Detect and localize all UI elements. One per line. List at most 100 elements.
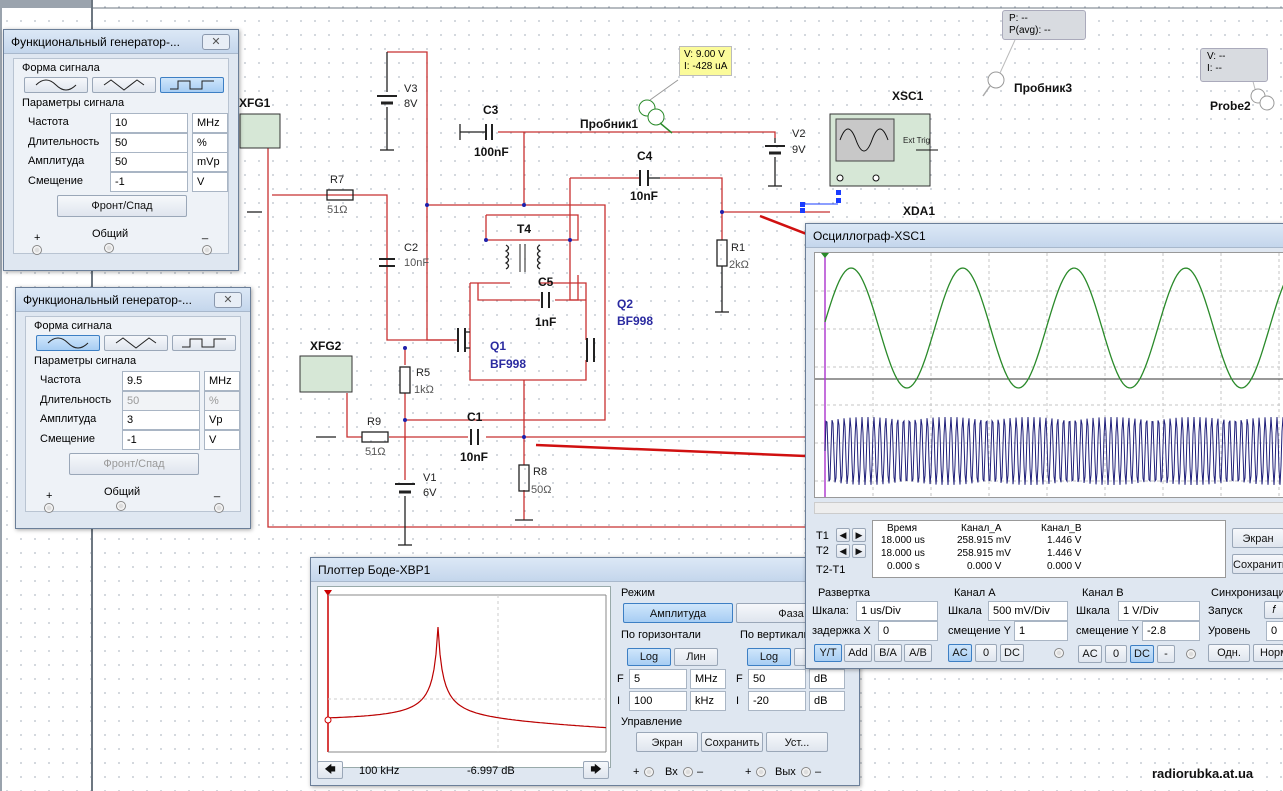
bode-plotter-window[interactable]: Плоттер Боде-XBP1 🡄 100 kHz -6.997 dB 🡆 … <box>310 557 860 786</box>
v3-label: V3 <box>404 83 418 95</box>
channel-b-zero-button[interactable]: 0 <box>1105 645 1127 663</box>
square-wave-button[interactable] <box>172 335 236 351</box>
fg2-titlebar[interactable]: Функциональный генератор-...✕ <box>16 288 250 312</box>
t1-left-button[interactable]: ◀ <box>836 528 850 542</box>
close-icon[interactable]: ✕ <box>202 33 230 50</box>
triangle-wave-button[interactable] <box>104 335 168 351</box>
c3-value: 100nF <box>474 145 509 159</box>
scope-titlebar[interactable]: Осциллограф-XSC1 <box>806 224 1283 248</box>
scope-scrollbar[interactable] <box>814 502 1283 514</box>
channel-a-zero-button[interactable]: 0 <box>975 644 997 662</box>
normal-trigger-button[interactable]: Норм <box>1253 644 1283 662</box>
fg2-plus-terminal[interactable] <box>44 503 54 513</box>
fg1-titlebar[interactable]: Функциональный генератор-...✕ <box>4 30 238 54</box>
timebase-scale-input[interactable]: 1 us/Div <box>856 601 938 621</box>
fg1-duty-unit[interactable]: % <box>192 133 228 153</box>
scope-display[interactable] <box>814 252 1283 498</box>
scope-screen-button[interactable]: Экран <box>1232 528 1283 548</box>
cursor-left-button[interactable]: 🡄 <box>317 761 343 779</box>
fg1-rise-fall-button[interactable]: Фронт/Спад <box>57 195 187 217</box>
amplitude-button[interactable]: Амплитуда <box>623 603 733 623</box>
oscilloscope-window[interactable]: Осциллограф-XSC1 T1 ◀ ▶ T2 ◀ ▶ T2-T1 Вре… <box>805 223 1283 669</box>
fg1-common-terminal[interactable] <box>104 243 114 253</box>
c4-value: 10nF <box>630 189 659 203</box>
t1-right-button[interactable]: ▶ <box>852 528 866 542</box>
bode-v-initial-unit[interactable]: dB <box>809 691 845 711</box>
fg2-amplitude-unit[interactable]: Vp <box>204 410 240 430</box>
fg1-offset-input[interactable]: -1 <box>110 172 188 192</box>
channel-a-offset-input[interactable]: 1 <box>1014 621 1068 641</box>
channel-a-ac-button[interactable]: AC <box>948 644 972 662</box>
bode-settings-button[interactable]: Уст... <box>766 732 828 752</box>
function-generator-2-window[interactable]: Функциональный генератор-...✕ Форма сигн… <box>15 287 251 529</box>
function-generator-1-window[interactable]: Функциональный генератор-...✕ Форма сигн… <box>3 29 239 271</box>
fg2-frequency-unit[interactable]: MHz <box>204 371 240 391</box>
fg1-duty-input[interactable]: 50 <box>110 133 188 153</box>
bode-h-final-label: F <box>617 673 624 685</box>
bode-h-initial-unit[interactable]: kHz <box>690 691 726 711</box>
square-wave-button[interactable] <box>160 77 224 93</box>
cursor-t2-label: T2 <box>816 545 829 557</box>
vertical-log-button[interactable]: Log <box>747 648 791 666</box>
triangle-wave-button[interactable] <box>92 77 156 93</box>
t2-left-button[interactable]: ◀ <box>836 544 850 558</box>
fg1-frequency-input[interactable]: 10 <box>110 113 188 133</box>
bode-out-plus-terminal[interactable] <box>756 767 766 777</box>
channel-b-terminal[interactable] <box>1186 649 1196 659</box>
sine-wave-button[interactable] <box>36 335 100 351</box>
delay-x-input[interactable]: 0 <box>878 621 938 641</box>
fg2-common-terminal[interactable] <box>116 501 126 511</box>
scope-save-button[interactable]: Сохранить <box>1232 554 1283 574</box>
bode-in-plus-terminal[interactable] <box>644 767 654 777</box>
fg2-frequency-input[interactable]: 9.5 <box>122 371 200 391</box>
fg2-offset-unit[interactable]: V <box>204 430 240 450</box>
t2-right-button[interactable]: ▶ <box>852 544 866 558</box>
channel-a-scale-input[interactable]: 500 mV/Div <box>988 601 1068 621</box>
horizontal-log-button[interactable]: Log <box>627 648 671 666</box>
bode-h-final-input[interactable]: 5 <box>629 669 687 689</box>
channel-a-dc-button[interactable]: DC <box>1000 644 1024 662</box>
bode-in-minus-terminal[interactable] <box>683 767 693 777</box>
bode-save-button[interactable]: Сохранить <box>701 732 763 752</box>
mode-ab-button[interactable]: A/B <box>904 644 932 662</box>
channel-b-dc-button[interactable]: DC <box>1130 645 1154 663</box>
mode-add-button[interactable]: Add <box>844 644 872 662</box>
bode-titlebar[interactable]: Плоттер Боде-XBP1 <box>311 558 859 582</box>
bode-h-initial-input[interactable]: 100 <box>629 691 687 711</box>
channel-a-terminal[interactable] <box>1054 648 1064 658</box>
fg1-amplitude-unit[interactable]: mVp <box>192 152 228 172</box>
channel-b-invert-button[interactable]: - <box>1157 645 1175 663</box>
fg1-amplitude-input[interactable]: 50 <box>110 152 188 172</box>
close-icon[interactable]: ✕ <box>214 291 242 308</box>
mode-yt-button[interactable]: Y/T <box>814 644 842 662</box>
probe3-readout: P: -- P(avg): -- <box>1002 10 1086 40</box>
bode-v-initial-input[interactable]: -20 <box>748 691 806 711</box>
fg1-offset-unit[interactable]: V <box>192 172 228 192</box>
cursor-right-button[interactable]: 🡆 <box>583 761 609 779</box>
single-trigger-button[interactable]: Одн. <box>1208 644 1250 662</box>
probe1-name: Пробник1 <box>580 117 639 131</box>
fg2-minus-terminal[interactable] <box>214 503 224 513</box>
bode-plot-area[interactable] <box>317 586 611 768</box>
fg1-plus-label: + <box>34 232 41 244</box>
scope-title: Осциллограф-XSC1 <box>813 228 926 243</box>
bode-screen-button[interactable]: Экран <box>636 732 698 752</box>
horizontal-lin-button[interactable]: Лин <box>674 648 718 666</box>
trigger-edge-button[interactable]: 𝑓 <box>1264 601 1283 619</box>
mode-ba-button[interactable]: B/A <box>874 644 902 662</box>
channel-b-offset-input[interactable]: -2.8 <box>1142 621 1200 641</box>
fg1-plus-terminal[interactable] <box>32 245 42 255</box>
bode-h-final-unit[interactable]: MHz <box>690 669 726 689</box>
sine-wave-button[interactable] <box>24 77 88 93</box>
fg2-amplitude-input[interactable]: 3 <box>122 410 200 430</box>
channel-b-scale-input[interactable]: 1 V/Div <box>1118 601 1200 621</box>
bode-v-final-unit[interactable]: dB <box>809 669 845 689</box>
bode-out-minus-terminal[interactable] <box>801 767 811 777</box>
level-input[interactable]: 0 <box>1266 621 1283 641</box>
bode-v-final-input[interactable]: 50 <box>748 669 806 689</box>
fg2-offset-input[interactable]: -1 <box>122 430 200 450</box>
channel-b-ac-button[interactable]: AC <box>1078 645 1102 663</box>
fg1-minus-terminal[interactable] <box>202 245 212 255</box>
fg1-frequency-unit[interactable]: MHz <box>192 113 228 133</box>
